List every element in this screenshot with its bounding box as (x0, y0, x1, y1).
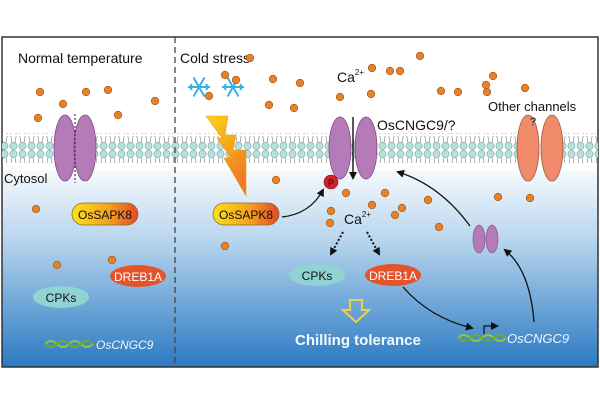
newly-synthesized-channel (472, 224, 499, 254)
oscngc9-channel (328, 116, 378, 180)
cpks-label: CPKs (302, 269, 333, 283)
ca-to-dreb1a-arrow (366, 231, 380, 256)
left-channel (53, 114, 97, 183)
frame-border (1, 36, 599, 368)
calcium-ion (481, 80, 491, 90)
channel-subunit (328, 116, 352, 180)
panel-title-cold-stress: Cold stress (180, 50, 250, 66)
calcium-ion (525, 193, 535, 203)
calcium-ion (326, 206, 336, 216)
other-channels-question: ? (530, 116, 536, 128)
calcium-ion (520, 83, 530, 93)
phosphorylation-arrow (281, 188, 324, 218)
channel-subunit (472, 224, 486, 254)
calcium-ion (103, 85, 113, 95)
channel-subunit (485, 224, 499, 254)
dreb1a-label: DREB1A (114, 270, 162, 284)
right-gene: OsCNGC9 (457, 322, 569, 346)
phospho-label: P (328, 178, 334, 188)
left-gene: OsCNGC9 (44, 338, 154, 352)
calcium-ion (220, 241, 230, 251)
promoter-arrow-icon (483, 322, 499, 334)
calcium-ion (453, 87, 463, 97)
channel-subunit (354, 116, 378, 180)
calcium-ion (367, 63, 377, 73)
calcium-ion (264, 100, 274, 110)
calcium-ion (395, 66, 405, 76)
dna-icon (457, 334, 507, 342)
gene-to-channel-arrow (503, 248, 535, 323)
other-channels-label: Other channels (488, 99, 577, 114)
calcium-ion (81, 87, 91, 97)
calcium-ion (415, 51, 425, 61)
oscngc9-gene-label: OsCNGC9 (96, 338, 154, 352)
snowflake-icon (188, 76, 210, 98)
plasma-membrane (2, 133, 598, 163)
calcium-ion (390, 210, 400, 220)
calcium-ion (245, 53, 255, 63)
dna-icon (44, 340, 94, 348)
calcium-ion (325, 218, 335, 228)
calcium-ion (107, 255, 117, 265)
cpks-label: CPKs (46, 291, 77, 305)
other-channels (516, 114, 564, 182)
right-dreb1a: DREB1A (365, 264, 421, 286)
calcium-ions (31, 51, 535, 270)
left-cpks: CPKs (33, 286, 89, 308)
calcium-ion (493, 192, 503, 202)
phospho-badge: P (323, 174, 339, 190)
calcium-ion (434, 222, 444, 232)
oscngc9-channel-label: OsCNGC9/? (377, 117, 456, 133)
calcium-ion (268, 74, 278, 84)
cytosol-label: Cytosol (4, 171, 47, 186)
ossapk8-label: OsSAPK8 (78, 208, 132, 222)
channel-subunit (516, 114, 540, 182)
calcium-ion (33, 113, 43, 123)
chilling-tolerance-label: Chilling tolerance (295, 332, 421, 349)
outcome-arrow-icon (340, 299, 372, 324)
calcium-ion (295, 78, 305, 88)
calcium-ion (31, 204, 41, 214)
dreb1a-to-gene-arrow (402, 286, 474, 331)
calcium-ion (271, 175, 281, 185)
calcium-ion (366, 89, 376, 99)
channel-subunit (540, 114, 564, 182)
calcium-ion (204, 91, 214, 101)
ca-ion-label-cytosol: Ca2+ (344, 210, 371, 227)
calcium-ion (231, 75, 241, 85)
left-dreb1a: DREB1A (110, 265, 166, 287)
calcium-ion (397, 203, 407, 213)
calcium-ion (436, 86, 446, 96)
calcium-ion (335, 92, 345, 102)
right-ossapk8: OsSAPK8 (212, 202, 280, 226)
calcium-ion (113, 110, 123, 120)
left-ossapk8: OsSAPK8 (71, 202, 139, 226)
channel-to-membrane-arrow (396, 169, 471, 227)
calcium-ion (289, 103, 299, 113)
oscngc9-gene-label: OsCNGC9 (507, 331, 569, 346)
calcium-ion (385, 66, 395, 76)
calcium-ion (341, 188, 351, 198)
ossapk8-label: OsSAPK8 (219, 208, 273, 222)
ca-to-cpks-arrow (330, 231, 344, 256)
calcium-ion (58, 99, 68, 109)
calcium-ion (423, 195, 433, 205)
ca-ion-label-extracellular: Ca2+ (337, 68, 364, 85)
channel-subunit (53, 114, 77, 182)
channel-subunit (73, 114, 97, 182)
calcium-ion (482, 87, 492, 97)
calcium-ion (35, 87, 45, 97)
calcium-ion (150, 96, 160, 106)
dreb1a-label: DREB1A (369, 269, 417, 283)
calcium-ion (52, 260, 62, 270)
calcium-ion (220, 70, 230, 80)
calcium-ion (367, 200, 377, 210)
right-cpks: CPKs (289, 264, 345, 286)
lightning-bolt-icon (205, 115, 247, 198)
calcium-ion (380, 188, 390, 198)
panel-title-normal-temperature: Normal temperature (18, 50, 143, 66)
calcium-ion (488, 71, 498, 81)
